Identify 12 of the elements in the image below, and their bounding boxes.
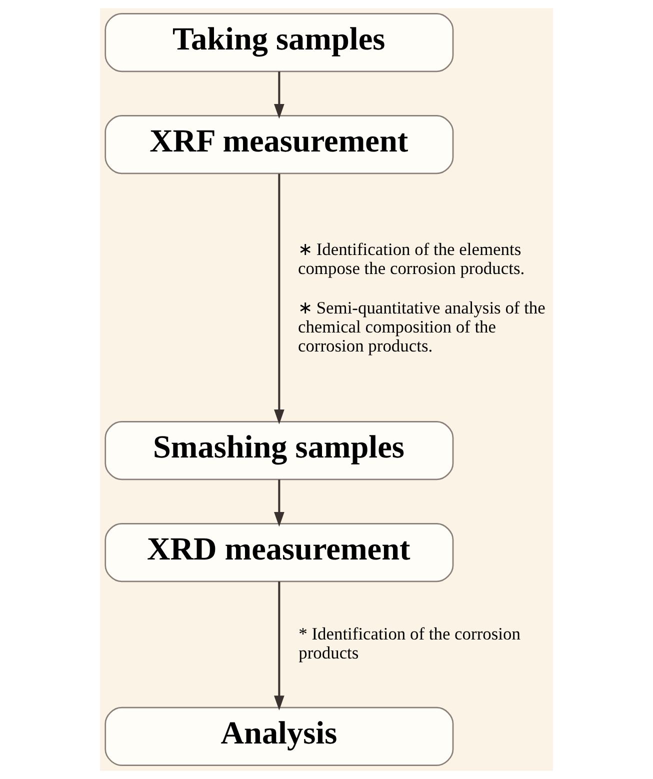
node-box: XRF measurement — [104, 115, 454, 174]
arrow — [274, 174, 284, 424]
label: * Identification of the corrosion products — [298, 624, 520, 662]
node-box: Taking samples — [104, 13, 454, 72]
node-box: XRD measurement — [104, 523, 454, 582]
node-box: Analysis — [104, 706, 454, 766]
arrow — [274, 72, 284, 119]
label: ∗ Identification of the elements compose the corrosion products. — [298, 239, 525, 278]
arrow — [274, 480, 284, 527]
arrow — [274, 581, 284, 710]
node-box: Smashing samples — [104, 421, 454, 480]
label: ∗ Semi-quantitative analysis of the chemical composition of the corrosion products. — [298, 298, 546, 356]
